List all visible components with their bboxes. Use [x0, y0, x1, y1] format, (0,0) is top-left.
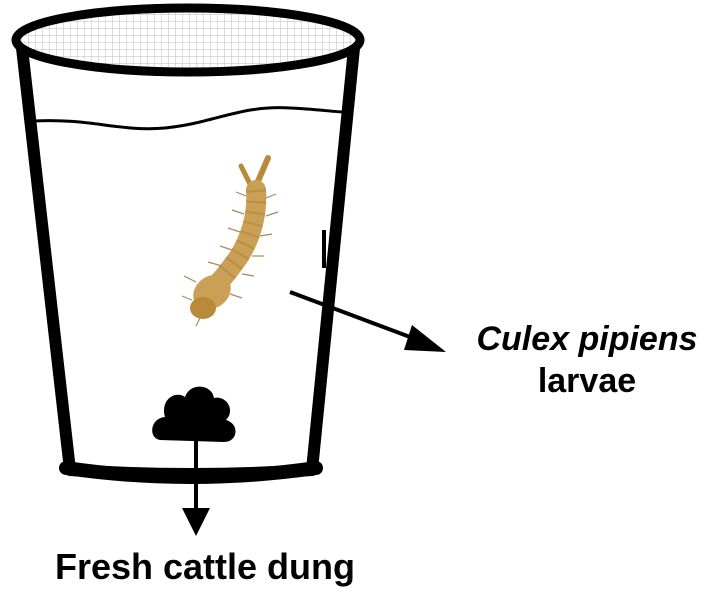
larvae-label: Culex pipiens larvae: [452, 318, 722, 402]
dung-arrow: [182, 440, 210, 536]
larva-illustration: [182, 158, 278, 326]
larvae-arrow: [290, 292, 446, 352]
dung-label: Fresh cattle dung: [0, 545, 410, 589]
larvae-species-label: Culex pipiens: [452, 318, 722, 360]
larvae-stage-label: larvae: [452, 360, 722, 402]
mesh-lid: [16, 8, 360, 72]
water-line: [34, 108, 344, 129]
cattle-dung: [152, 387, 235, 442]
